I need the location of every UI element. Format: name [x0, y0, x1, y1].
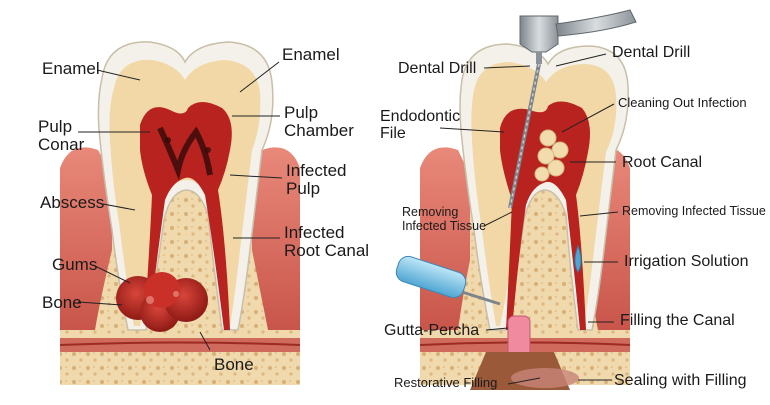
abscess — [116, 272, 208, 332]
label-bone-bottom: Bone — [214, 355, 254, 374]
irrigation-syringe — [395, 255, 501, 306]
label-infected-root-canal: Infected Root Canal — [284, 223, 370, 261]
label-enamel-left: Enamel — [42, 59, 100, 78]
label-pulp-conar: Pulp Conar — [38, 117, 85, 155]
label-removing-infected-tissue-right: Removing Infected Tissue — [622, 204, 766, 218]
label-filling-the-canal: Filling the Canal — [620, 312, 735, 329]
label-removing-infected-tissue-left: Removing Infected Tissue — [402, 205, 487, 233]
label-bone-left: Bone — [42, 293, 82, 312]
label-sealing-with-filling: Sealing with Filling — [614, 372, 747, 389]
label-endodontic-file: Endodontic File — [380, 108, 461, 143]
left-gums — [60, 147, 112, 330]
left-tooth-infected — [59, 41, 301, 385]
right-tooth-treatment — [419, 43, 631, 390]
label-abscess: Abscess — [40, 193, 105, 212]
label-pulp-chamber: Pulp Chamber — [284, 103, 354, 141]
label-cleaning-out-infection: Cleaning Out Infection — [618, 95, 747, 110]
label-infected-pulp: Infected Pulp — [286, 161, 347, 199]
sealing-filling — [511, 368, 579, 388]
label-dental-drill-left: Dental Drill — [398, 60, 477, 77]
label-restorative-filling: Restorative Filling — [394, 375, 498, 390]
dental-drill — [508, 9, 637, 209]
right-leader-lines — [439, 53, 619, 385]
infection-debris — [534, 129, 569, 182]
label-irrigation-solution: Irrigation Solution — [624, 253, 749, 270]
label-dental-drill-right: Dental Drill — [612, 44, 691, 61]
label-gums: Gums — [52, 255, 98, 274]
left-leader-lines — [77, 61, 283, 351]
label-gutta-percha: Gutta-Percha — [384, 322, 480, 339]
right-pulp-chamber — [500, 101, 590, 330]
label-root-canal: Root Canal — [622, 154, 703, 171]
label-enamel-right: Enamel — [282, 45, 340, 64]
irrigation-drop — [574, 244, 582, 273]
